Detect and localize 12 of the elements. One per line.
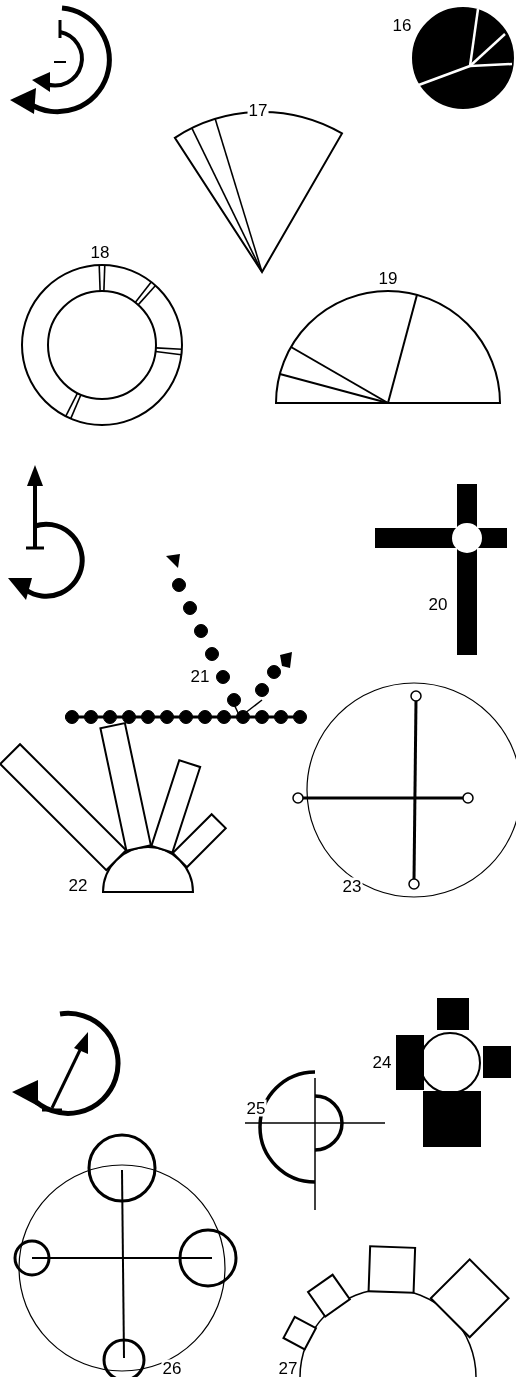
figure-number: 21 — [189, 667, 211, 685]
figure-number: 16 — [391, 16, 413, 34]
figure-number: 23 — [341, 877, 363, 895]
figure-number: 25 — [245, 1099, 267, 1117]
figure-number: 24 — [371, 1053, 393, 1071]
figure-number: 22 — [67, 876, 89, 894]
figure-number: 19 — [377, 269, 399, 287]
figure-number: 20 — [427, 595, 449, 613]
figure-number: 18 — [89, 243, 111, 261]
figure-number: 26 — [161, 1359, 183, 1377]
figure-number: 27 — [277, 1359, 299, 1377]
figure-number: 17 — [247, 101, 269, 119]
